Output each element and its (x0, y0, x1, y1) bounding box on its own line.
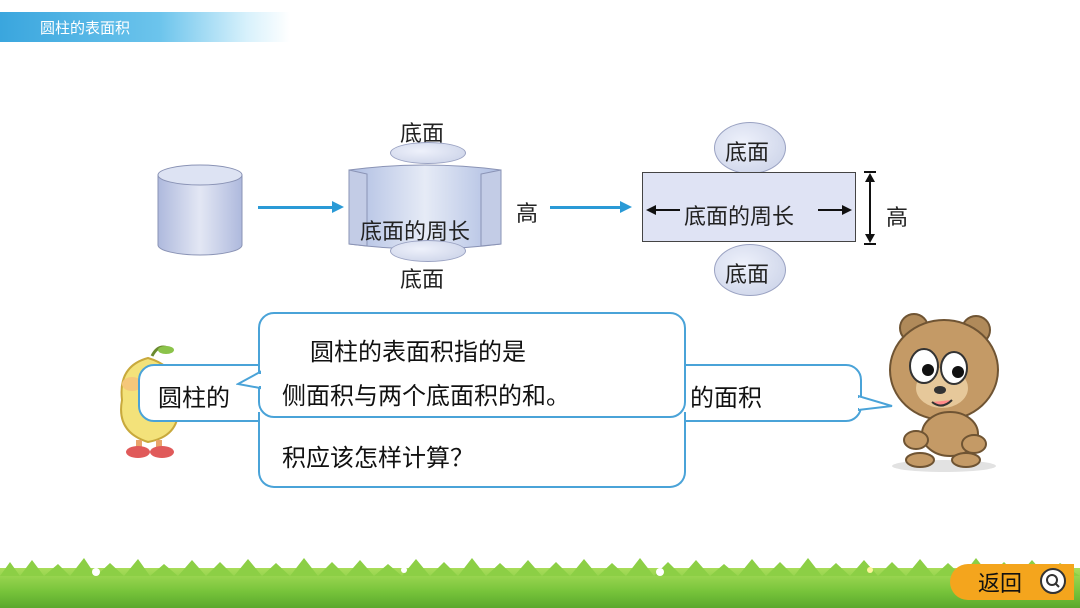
question-bubble-tail (858, 394, 893, 412)
net-bottom-base-label: 底面 (725, 263, 770, 288)
unrolled-cylinder-figure (348, 164, 502, 250)
net-height-label: 高 (886, 206, 909, 231)
back-button-label: 返回 (978, 572, 1023, 597)
question-text-bottom: 积应该怎样计算？ (282, 444, 474, 472)
answer-bubble (258, 312, 686, 418)
net-rectangle (642, 172, 856, 242)
bear-character (889, 313, 999, 472)
arrow-right-1 (258, 201, 344, 213)
grass-blades (0, 558, 1080, 576)
answer-text-line2: 侧面积与两个底面积的和。 (282, 382, 570, 410)
net-bottom-base-disc (714, 244, 786, 296)
net-top-base-disc (714, 122, 786, 174)
net-height-arrow (864, 171, 876, 245)
height-label-middle: 高 (516, 202, 539, 227)
net-top-base-label: 底面 (725, 141, 770, 166)
question-text-right: 的面积 (690, 384, 762, 412)
search-return-icon (1040, 568, 1066, 594)
question-bubble-lower (258, 412, 686, 488)
arrow-right-2 (550, 201, 632, 213)
net-width-arrows (646, 205, 852, 215)
question-text-left: 圆柱的 (158, 384, 230, 412)
net-circumference-label: 底面的周长 (684, 205, 795, 230)
answer-text-line1: 圆柱的表面积指的是 (310, 338, 526, 366)
page-title: 圆柱的表面积 (40, 19, 131, 37)
bottom-base-disc (390, 240, 466, 262)
back-button[interactable]: 返回 (950, 564, 1074, 600)
answer-bubble-tail (236, 370, 262, 390)
cylinder-figure (157, 164, 243, 256)
title-bar (0, 12, 290, 42)
top-base-disc (390, 142, 466, 164)
bottom-base-label: 底面 (400, 268, 445, 293)
